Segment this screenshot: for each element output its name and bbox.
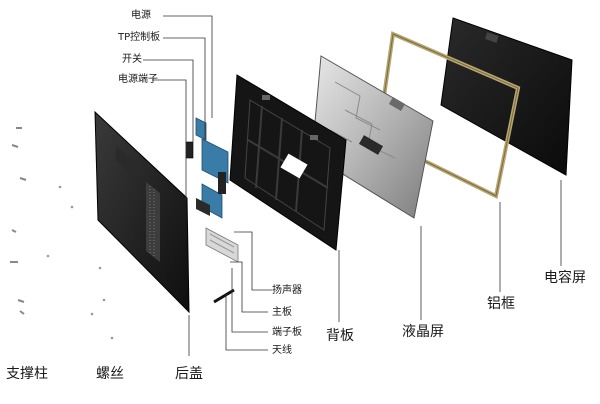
- label-aluminum-frame: 铝框: [487, 296, 515, 312]
- label-main-board: 主板: [272, 307, 292, 318]
- leader-lines: [143, 15, 562, 356]
- capacitive-screen-part: [440, 17, 573, 176]
- label-capacitive-screen: 电容屏: [544, 270, 586, 286]
- label-power-terminal: 电源端子: [118, 74, 158, 85]
- back-panel-part: [229, 74, 347, 251]
- speaker-part: [205, 227, 239, 263]
- rear-cover-part: [94, 110, 190, 314]
- screws: [46, 185, 114, 340]
- switch-part: [185, 141, 194, 159]
- power-board-part: [195, 117, 207, 141]
- label-power: 电源: [131, 10, 151, 21]
- antenna-part: [213, 288, 235, 304]
- terminal-board-part: [196, 198, 210, 216]
- label-tp-board: TP控制板: [118, 32, 161, 43]
- support-pillars: [10, 127, 27, 315]
- label-support-pillar: 支撑柱: [6, 366, 48, 382]
- label-screw: 螺丝: [96, 366, 124, 382]
- label-back-panel: 背板: [326, 328, 354, 344]
- label-rear-cover: 后盖: [175, 366, 203, 382]
- label-switch: 开关: [122, 54, 142, 65]
- label-terminal-board: 端子板: [272, 327, 302, 338]
- label-antenna: 天线: [272, 345, 292, 356]
- lcd-screen-part: [311, 55, 434, 219]
- label-lcd-screen: 液晶屏: [402, 324, 444, 340]
- label-speaker: 扬声器: [272, 285, 302, 296]
